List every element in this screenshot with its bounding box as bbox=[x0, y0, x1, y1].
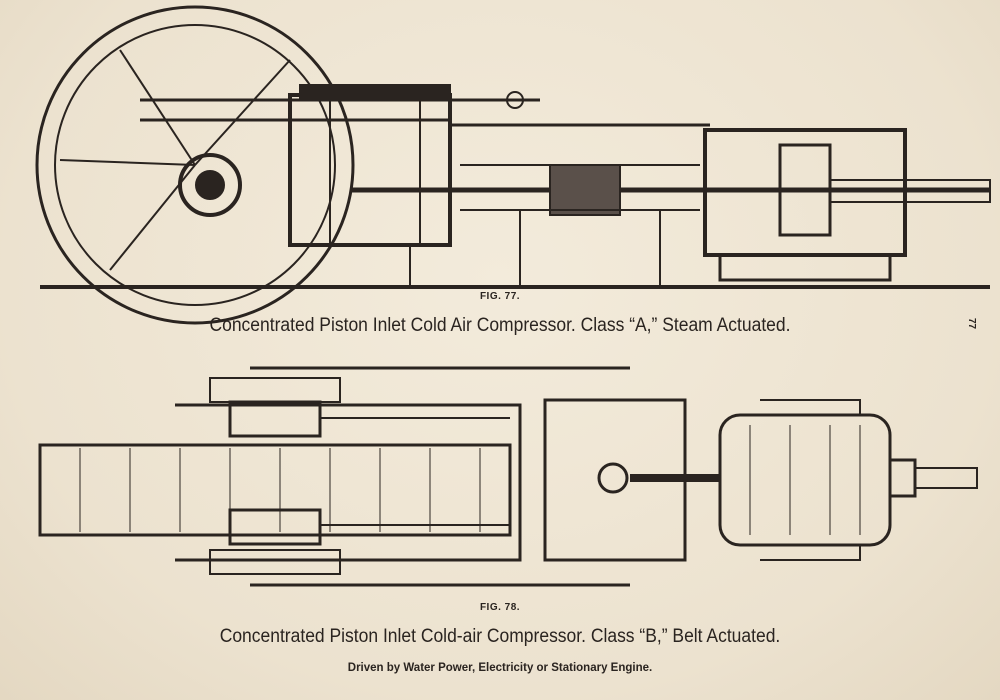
figure-77-label: FIG. 77. bbox=[479, 291, 521, 302]
fig-78-drawing bbox=[38, 366, 978, 587]
figure-78-subcaption: Driven by Water Power, Electricity or St… bbox=[347, 662, 653, 674]
page-number: 77 bbox=[966, 317, 978, 330]
figure-78-caption: Concentrated Piston Inlet Cold-air Compr… bbox=[219, 626, 781, 647]
figure-77-caption: Concentrated Piston Inlet Cold Air Compr… bbox=[209, 315, 791, 336]
flywheel-illustration bbox=[35, 5, 355, 325]
figure-78-label: FIG. 78. bbox=[479, 602, 521, 613]
